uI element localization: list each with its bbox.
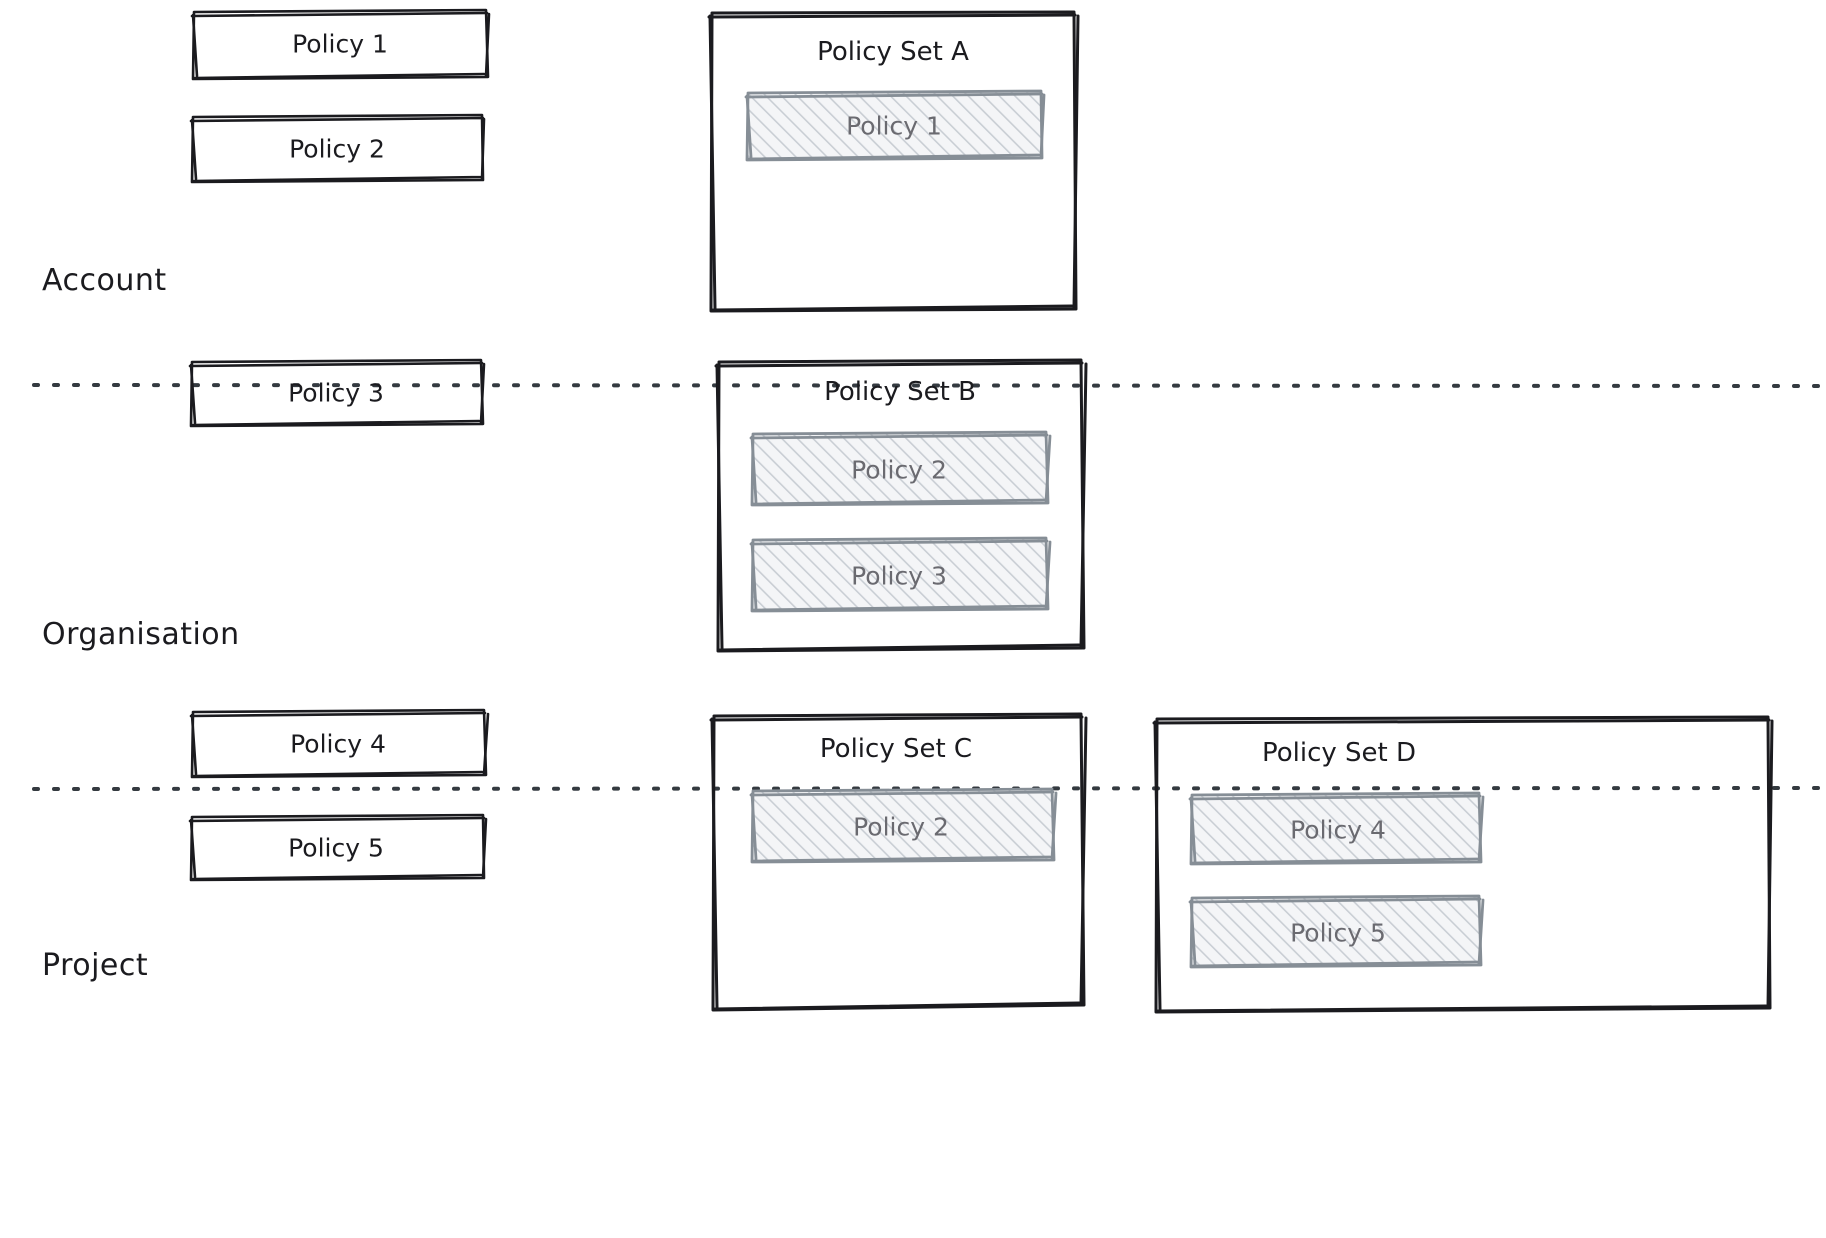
- policy-box-stroke: [188, 358, 486, 428]
- policy-set-member-box: [749, 787, 1058, 864]
- policy-label[interactable]: Policy 1: [292, 29, 388, 59]
- policy-set-member-box: [1188, 791, 1485, 866]
- policy-box-stroke: [189, 708, 490, 779]
- policy-label[interactable]: Policy 2: [289, 134, 385, 164]
- band-label-account: Account: [42, 263, 167, 298]
- policy-set-title: Policy Set B: [824, 377, 976, 407]
- policy-set-member-label[interactable]: Policy 2: [851, 455, 947, 485]
- policy-set-member-label[interactable]: Policy 5: [1290, 918, 1386, 948]
- policy-set-title: Policy Set C: [819, 734, 973, 764]
- policy-set-title: Policy Set A: [817, 37, 969, 67]
- policy-set-member-label[interactable]: Policy 3: [851, 561, 947, 591]
- policy-box-stroke: [188, 813, 488, 882]
- policy-set-box-stroke: [1152, 715, 1774, 1014]
- divider-account-organisation: [32, 383, 1826, 388]
- policy-set-member-box: [744, 89, 1046, 162]
- policy-label[interactable]: Policy 5: [288, 833, 384, 863]
- divider-organisation-project: [32, 786, 1826, 791]
- policy-set-member-box: [749, 536, 1052, 613]
- policy-label[interactable]: Policy 4: [290, 729, 386, 759]
- policy-set-member-label[interactable]: Policy 4: [1290, 815, 1386, 845]
- band-label-project: Project: [42, 948, 149, 983]
- policy-set-member-label[interactable]: Policy 2: [853, 812, 949, 842]
- policy-label[interactable]: Policy 3: [288, 378, 384, 408]
- policy-set-box-stroke: [714, 358, 1088, 653]
- policy-box-stroke: [190, 8, 491, 81]
- policy-set-member-box: [1188, 894, 1485, 969]
- policy-set-title: Policy Set D: [1261, 738, 1417, 768]
- policy-set-member-label[interactable]: Policy 1: [846, 111, 942, 141]
- policy-set-box-stroke: [707, 10, 1080, 313]
- band-label-organisation: Organisation: [42, 617, 240, 652]
- policy-set-box-stroke: [709, 712, 1088, 1012]
- policy-set-member-box: [749, 430, 1052, 507]
- policy-box-stroke: [189, 113, 486, 184]
